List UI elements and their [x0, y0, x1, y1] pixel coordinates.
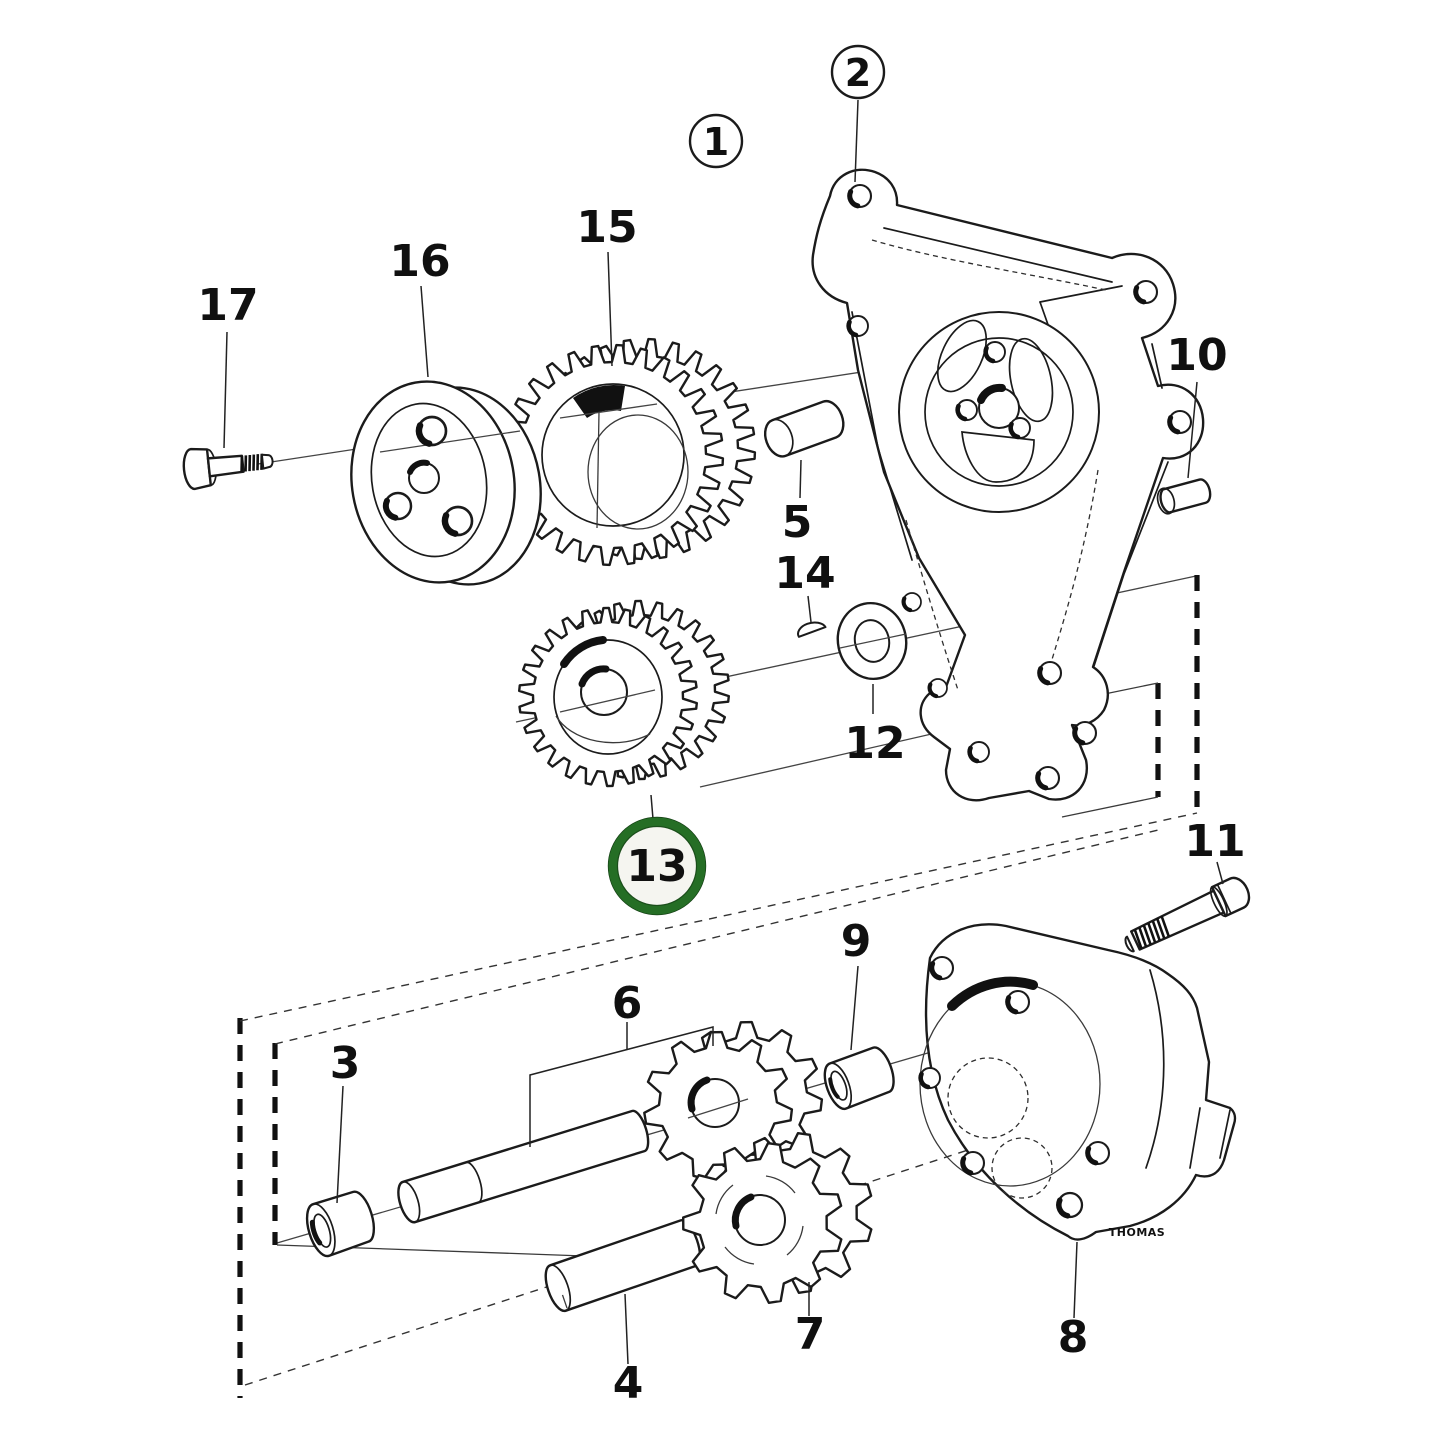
pump-gear-7	[682, 1132, 873, 1304]
pulley-16	[350, 380, 542, 586]
label-14: 14	[774, 548, 835, 599]
bushing-3	[305, 1190, 376, 1258]
cover-plate	[811, 168, 1205, 802]
signature-text: THOMAS	[1109, 1226, 1165, 1239]
recess-kidney-cutouts	[936, 319, 1054, 483]
label-2: 2	[845, 51, 871, 95]
bracket-6	[529, 1026, 714, 1147]
label-17: 17	[197, 280, 258, 331]
label-6: 6	[612, 978, 643, 1029]
shaft-6	[397, 1109, 650, 1224]
pump-gear-6	[643, 1020, 824, 1180]
washer-axis-segment	[839, 633, 907, 649]
keyway-wedge	[573, 385, 625, 418]
pin-10	[1156, 478, 1212, 515]
shaft-4	[544, 1219, 702, 1313]
woodruff-key-14	[797, 621, 827, 638]
label-3: 3	[330, 1038, 361, 1089]
label-10: 10	[1166, 330, 1227, 381]
label-8: 8	[1058, 1312, 1089, 1363]
green-highlight-circle	[608, 817, 706, 915]
bolt-17	[182, 447, 274, 491]
label-1: 1	[703, 120, 729, 164]
callout-1: 1	[688, 113, 744, 169]
bolt-11	[1124, 876, 1251, 953]
label-7: 7	[795, 1309, 826, 1360]
label-13: 13	[626, 841, 687, 892]
label-12: 12	[844, 718, 905, 769]
label-15: 15	[576, 202, 637, 253]
label-4: 4	[613, 1358, 644, 1409]
leader-lines	[223, 99, 1224, 1365]
label-5: 5	[782, 497, 813, 548]
label-9: 9	[841, 916, 872, 967]
highlight-ring-13: 13	[607, 816, 707, 916]
callout-2: 2	[830, 44, 886, 100]
bushing-9	[823, 1046, 895, 1111]
callouts: 1 2 15 16 17 10 5 14 12 11 9 6 3 7 8 4 1…	[197, 44, 1246, 1409]
label-16: 16	[389, 236, 450, 287]
pump-housing-8: THOMAS	[920, 923, 1237, 1241]
idler-gear-13	[518, 599, 730, 788]
camshaft-gear-15	[501, 337, 757, 567]
label-11: 11	[1184, 816, 1245, 867]
bushing-5	[763, 399, 845, 458]
